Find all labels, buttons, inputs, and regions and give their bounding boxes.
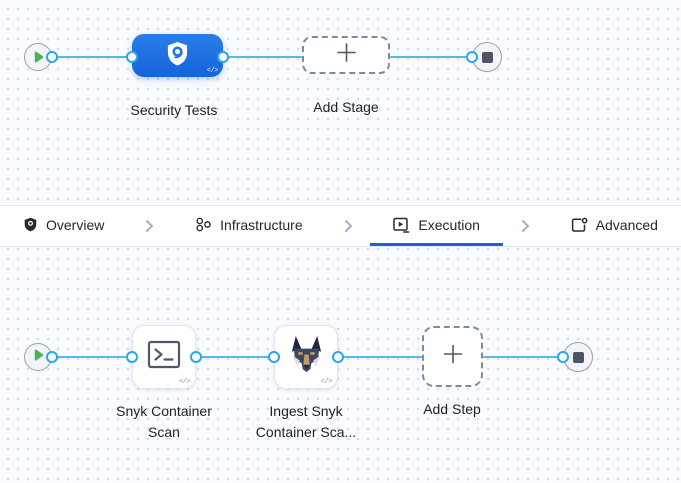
step-label: Ingest Snyk Container Sca... [255, 403, 357, 440]
pipeline-end-node [472, 42, 502, 72]
terminal-run-icon [147, 340, 181, 374]
tab-execution[interactable]: Execution [370, 206, 503, 246]
flow-line [52, 356, 132, 358]
add-step-button[interactable] [422, 326, 483, 387]
connector-port [46, 351, 58, 363]
snyk-dog-icon [290, 336, 323, 378]
plus-icon [336, 42, 357, 68]
flow-line [483, 356, 563, 358]
add-stage-label: Add Stage [313, 99, 379, 115]
chevron-right-icon [344, 206, 353, 246]
yaml-code-glyph: </> [320, 378, 333, 386]
tab-label: Overview [46, 216, 105, 233]
flow-line [52, 56, 132, 58]
play-icon [33, 348, 44, 366]
connector-port [466, 51, 478, 63]
connector-port [190, 351, 202, 363]
connector-port [126, 351, 138, 363]
connector-port [332, 351, 344, 363]
tab-infrastructure[interactable]: Infrastructure [172, 206, 325, 246]
chevron-right-icon [145, 206, 154, 246]
add-stage-button[interactable] [302, 36, 390, 74]
tab-label: Advanced [595, 216, 658, 233]
execution-play-icon [393, 217, 410, 233]
flow-line [223, 56, 302, 58]
connector-port [557, 351, 569, 363]
yaml-code-glyph: </> [178, 378, 191, 386]
flow-line [338, 356, 422, 358]
play-icon [33, 51, 44, 63]
tab-label: Execution [418, 216, 480, 233]
advanced-settings-icon [571, 217, 588, 233]
chevron-right-icon [521, 206, 530, 246]
tab-label: Infrastructure [220, 216, 303, 233]
infrastructure-nodes-icon [195, 217, 212, 232]
flow-line [196, 356, 274, 358]
add-step-label: Add Step [423, 401, 481, 417]
overview-shield-icon [23, 217, 38, 232]
step-node-ingest-snyk[interactable]: </> [274, 325, 338, 389]
step-label: Snyk Container Scan [116, 403, 212, 440]
step-node-snyk-container-scan[interactable]: </> [132, 325, 196, 389]
connector-port [217, 51, 229, 63]
stage-config-tabbar: Overview Infrastructure Execution [0, 205, 681, 247]
yaml-code-glyph: </> [206, 67, 219, 75]
stage-label: Security Tests [130, 102, 218, 118]
connector-port [126, 51, 138, 63]
stop-icon [481, 51, 493, 63]
stage-node-security-tests[interactable]: </> [132, 34, 223, 77]
security-shield-icon [166, 41, 189, 71]
stage-graph-canvas[interactable]: </> Security Tests Add Stage [0, 0, 681, 205]
flow-line [390, 56, 472, 58]
tab-overview[interactable]: Overview [0, 206, 127, 246]
connector-port [268, 351, 280, 363]
plus-icon [442, 343, 464, 370]
tab-advanced[interactable]: Advanced [548, 206, 681, 246]
stop-icon [572, 351, 584, 363]
connector-port [46, 51, 58, 63]
